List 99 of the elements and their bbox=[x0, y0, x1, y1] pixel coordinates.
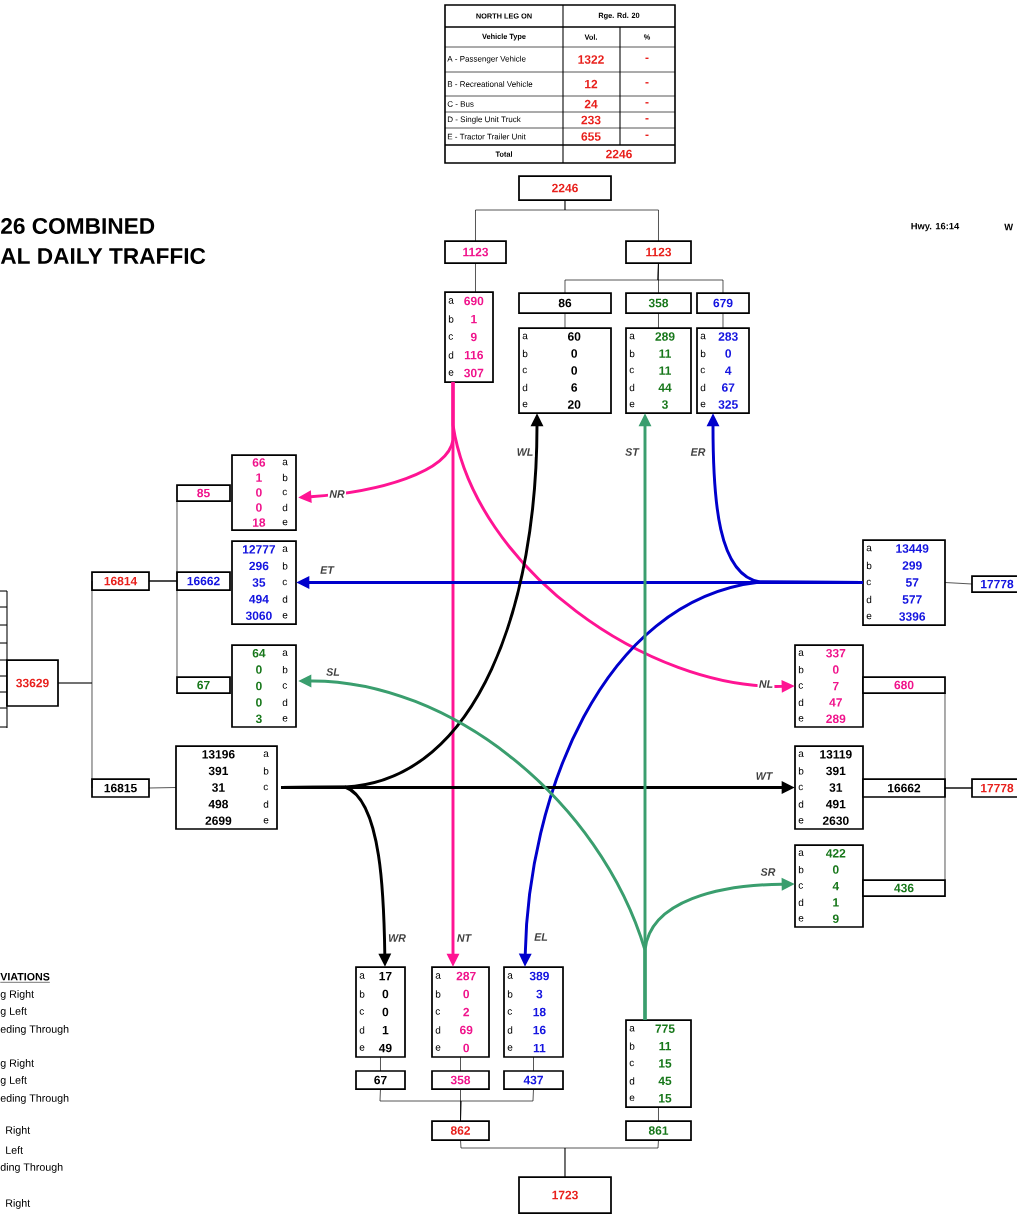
count-box: 358 bbox=[431, 1070, 490, 1090]
legend-text: ding Through bbox=[0, 1163, 63, 1173]
edge-label: SL bbox=[324, 666, 342, 678]
vehicle-count-box: a 337 b 0 c 7 d 47 e 289 bbox=[794, 644, 864, 728]
table-value: - bbox=[645, 102, 649, 104]
edge-label: SR bbox=[759, 866, 777, 878]
header-text: W bbox=[1004, 223, 1014, 231]
count-box: 17778 bbox=[971, 778, 1017, 798]
vehicle-count-box: a 287 b 0 c 2 d 69 e 0 bbox=[431, 966, 490, 1058]
connector-line bbox=[475, 262, 476, 293]
count-box: 680 bbox=[862, 676, 946, 694]
table-value: - bbox=[645, 82, 649, 84]
table-text: E - Tractor Trailer Unit bbox=[447, 133, 526, 140]
legend-text: Right bbox=[6, 1126, 31, 1136]
vehicle-count-box: a 17 b 0 c 0 d 1 e 49 bbox=[355, 966, 406, 1058]
count-box: 437 bbox=[503, 1070, 564, 1090]
count-box: 16815 bbox=[91, 778, 150, 798]
table-text: C - Bus bbox=[447, 101, 474, 107]
table-value: 1322 bbox=[578, 55, 604, 64]
vehicle-count-box: a 13119 b 391 c 31 d 491 e 2630 bbox=[794, 745, 864, 830]
connector-line bbox=[658, 312, 659, 329]
edge-label: ET bbox=[318, 565, 336, 575]
edge-label: EL bbox=[532, 932, 550, 942]
edge-label: NL bbox=[757, 679, 775, 689]
vehicle-count-box: 12777 a 296 b 35 c 494 d 3060 e bbox=[231, 540, 297, 625]
connector-line bbox=[148, 787, 177, 789]
vehicle-count-box: a 389 b 3 c 18 d 16 e 11 bbox=[503, 966, 564, 1058]
table-text: B - Recreational Vehicle bbox=[447, 81, 533, 87]
vehicle-count-box: 66 a 1 b 0 c 0 d 18 e bbox=[231, 454, 297, 531]
table-text: A - Passenger Vehicle bbox=[447, 55, 526, 64]
count-box: 17778 bbox=[971, 575, 1017, 593]
edge-label: WL bbox=[515, 447, 535, 457]
count-box: 861 bbox=[625, 1120, 692, 1141]
vehicle-count-box: a 13449 b 299 c 57 d 577 e 3396 bbox=[862, 539, 946, 626]
legend-heading: VIATIONS bbox=[0, 972, 51, 983]
count-box: 1123 bbox=[625, 240, 692, 264]
count-box: 679 bbox=[696, 292, 750, 314]
vehicle-count-box: a 422 b 0 c 4 d 1 e 9 bbox=[794, 844, 864, 928]
legend-text: g Right bbox=[0, 1059, 34, 1069]
legend-text: g Left bbox=[0, 1007, 27, 1017]
connector-line bbox=[722, 312, 724, 329]
count-box: 358 bbox=[625, 292, 692, 314]
table-value: 12 bbox=[585, 79, 598, 89]
edge-label: NR bbox=[327, 489, 347, 499]
title-text: AL DAILY TRAFFIC bbox=[0, 248, 206, 265]
count-box: 67 bbox=[176, 676, 231, 694]
vehicle-count-box: a 690 b 1 c 9 d 116 e 307 bbox=[444, 291, 494, 383]
count-box: 33629 bbox=[6, 659, 59, 707]
edge-label: ST bbox=[623, 446, 641, 458]
count-box: 1123 bbox=[444, 240, 507, 264]
connector-line bbox=[658, 1106, 659, 1122]
edge-label: WT bbox=[754, 771, 774, 781]
table-value: 2246 bbox=[606, 149, 632, 159]
connector-line bbox=[564, 1139, 659, 1178]
connector-line bbox=[380, 1056, 381, 1072]
edge-label: NT bbox=[455, 933, 473, 943]
legend-text: Left bbox=[6, 1146, 23, 1154]
vehicle-count-box: a 283 b 0 c 4 d 67 e 325 bbox=[696, 327, 750, 414]
vehicle-count-box: 13196 a 391 b 31 c 498 d 2699 e bbox=[175, 745, 278, 830]
table-value: - bbox=[645, 57, 649, 59]
vehicle-count-box: a 775 b 11 c 15 d 45 e 15 bbox=[625, 1019, 692, 1108]
vehicle-count-box: a 60 b 0 c 0 d 6 e 20 bbox=[518, 327, 612, 414]
count-box: 1723 bbox=[518, 1176, 612, 1214]
legend-text: eding Through bbox=[0, 1025, 69, 1035]
edge-label: WR bbox=[386, 933, 408, 943]
connector-line bbox=[944, 787, 973, 881]
vehicle-count-box: a 289 b 11 c 11 d 44 e 3 bbox=[625, 327, 692, 414]
legend-text: eding Through bbox=[0, 1094, 69, 1104]
count-box: 16662 bbox=[176, 571, 231, 591]
connector-line bbox=[564, 312, 566, 329]
connector-line bbox=[57, 682, 93, 789]
table-value: 233 bbox=[581, 115, 601, 125]
count-box: 16814 bbox=[91, 571, 150, 591]
connector-line bbox=[944, 582, 973, 585]
count-box: 86 bbox=[518, 292, 612, 314]
legend-text: Right bbox=[6, 1199, 31, 1209]
edge-label: ER bbox=[689, 447, 707, 457]
count-box: 862 bbox=[431, 1120, 490, 1141]
connector-line bbox=[148, 580, 178, 678]
table-value: - bbox=[645, 134, 649, 136]
header-text: Hwy. 16:14 bbox=[911, 222, 960, 232]
table-value: - bbox=[645, 118, 649, 120]
count-box: 436 bbox=[862, 879, 946, 897]
legend-text: g Right bbox=[0, 990, 34, 1000]
title-text: 26 COMBINED bbox=[1, 218, 155, 235]
count-box: 67 bbox=[355, 1070, 406, 1090]
table-value: 24 bbox=[584, 99, 598, 109]
count-box: 2246 bbox=[518, 175, 612, 201]
connector-line bbox=[657, 262, 724, 294]
count-box: 85 bbox=[176, 484, 231, 502]
connector-line bbox=[533, 1056, 534, 1072]
vehicle-count-box: 64 a 0 b 0 c 0 d 3 e bbox=[231, 644, 297, 728]
table-text: D - Single Unit Truck bbox=[447, 116, 521, 124]
connector-line bbox=[460, 1056, 461, 1072]
legend-text: g Left bbox=[0, 1076, 27, 1086]
table-value: 655 bbox=[581, 132, 601, 141]
connector-line bbox=[564, 199, 659, 242]
connector-line bbox=[460, 1088, 534, 1122]
count-box: 16662 bbox=[862, 778, 946, 798]
